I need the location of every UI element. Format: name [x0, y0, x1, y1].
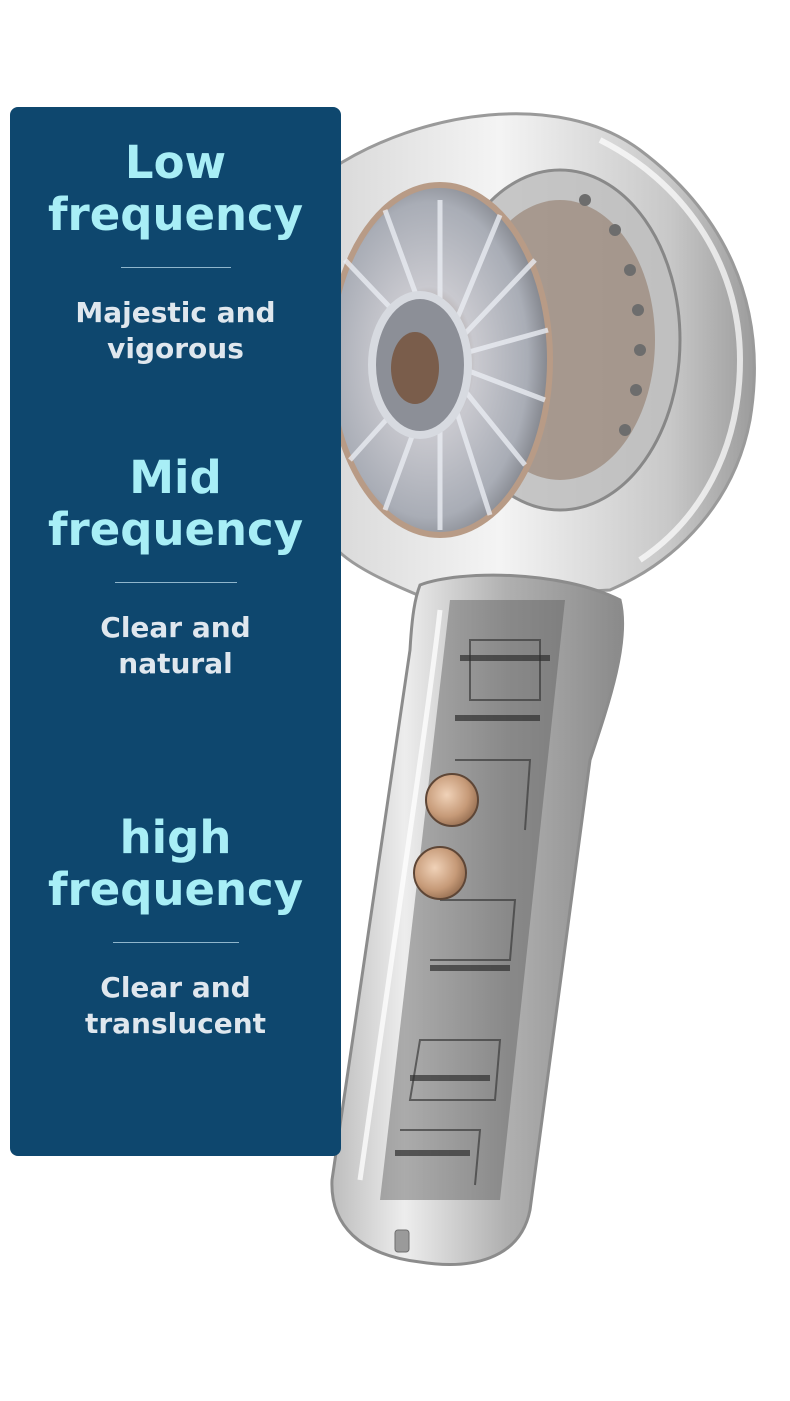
mid-frequency-title: Mid frequency [47, 451, 304, 556]
divider [114, 582, 237, 583]
high-frequency-title: high frequency [47, 811, 304, 916]
low-frequency-title: Low frequency [47, 136, 304, 241]
divider [112, 942, 239, 943]
mid-frequency-description: Clear and natural [100, 611, 251, 680]
high-frequency-section: high frequency Clear and translucent [10, 812, 341, 1042]
mid-frequency-section: Mid frequency Clear and natural [10, 452, 341, 682]
high-frequency-description: Clear and translucent [84, 971, 267, 1040]
frequency-info-panel: Low frequency Majestic and vigorous Mid … [10, 107, 341, 1156]
divider [120, 267, 231, 268]
low-frequency-description: Majestic and vigorous [75, 296, 276, 365]
low-frequency-section: Low frequency Majestic and vigorous [10, 137, 341, 367]
